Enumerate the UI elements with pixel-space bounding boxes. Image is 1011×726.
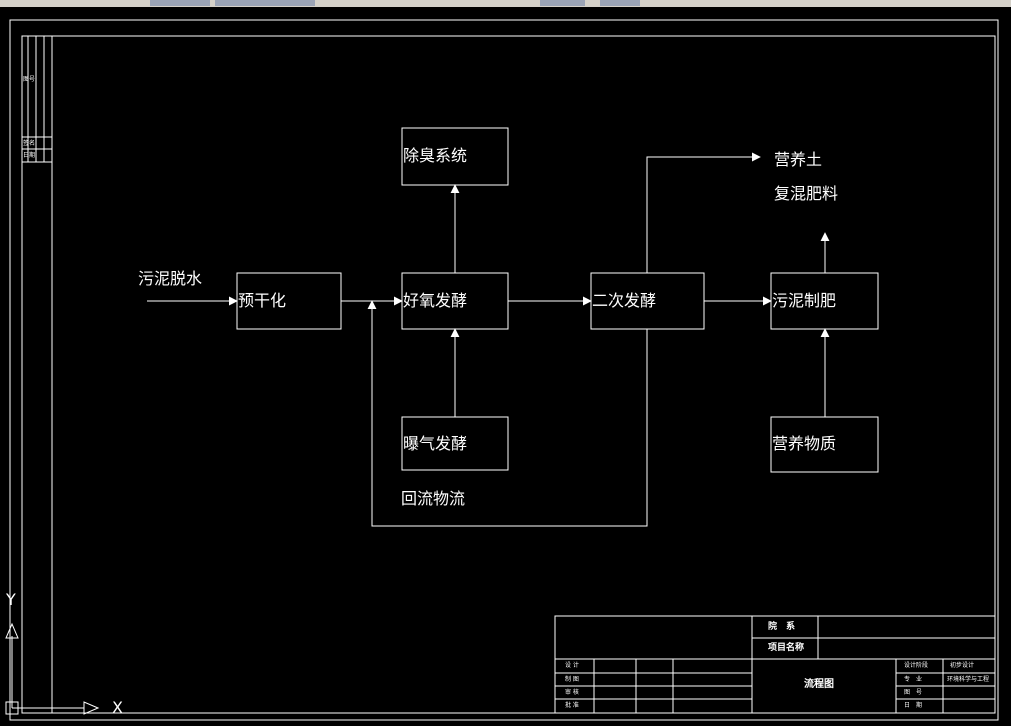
ucs-x-label: X — [112, 698, 123, 717]
toolbar-buttons-group-2[interactable] — [215, 0, 315, 6]
label-sludge-fertilizer: 污泥制肥 — [772, 291, 837, 310]
toolbar-buttons-group-1[interactable] — [150, 0, 210, 6]
side-strip-text-3: 日期 — [23, 152, 36, 159]
title-right-label-1: 设计阶段 — [904, 662, 929, 669]
title-project-label: 项目名称 — [768, 643, 805, 653]
title-right-label-4: 日 期 — [904, 702, 923, 709]
toolbar-buttons-group-4[interactable] — [600, 0, 640, 6]
label-sludge-dewatering: 污泥脱水 — [138, 269, 203, 288]
outer-border — [9, 19, 999, 721]
label-aerobic-fermentation: 好氧发酵 — [403, 291, 468, 310]
toolbar-buttons-group-3[interactable] — [540, 0, 585, 6]
title-right-value-2: 环境科学与工程 — [947, 676, 990, 683]
side-strip-text-1: 图号 — [23, 76, 36, 83]
title-right-label-2: 专 业 — [904, 676, 923, 683]
title-row-2: 制 图 — [565, 676, 579, 683]
label-secondary-fermentation: 二次发酵 — [592, 291, 657, 310]
cad-toolbar — [0, 0, 1011, 7]
title-right-label-3: 图 号 — [904, 689, 923, 696]
title-right-value-1: 初步设计 — [950, 662, 975, 669]
cad-drawing-canvas[interactable] — [0, 7, 1011, 726]
label-aeration-fermentation: 曝气发酵 — [403, 434, 468, 453]
ucs-axis-icon — [5, 622, 100, 715]
side-strip-table — [22, 36, 53, 713]
label-return-flow: 回流物流 — [401, 489, 466, 508]
label-nutrients: 营养物质 — [772, 434, 837, 453]
label-pre-drying: 预干化 — [238, 291, 287, 310]
label-nutrient-soil: 营养土 — [774, 150, 823, 169]
arrow-return-flow — [367, 300, 648, 527]
title-row-1: 设 计 — [565, 662, 579, 669]
arrow-secondary-to-nutrient-soil — [646, 152, 761, 273]
title-block — [554, 615, 996, 714]
side-strip-text-2: 签名 — [23, 140, 36, 147]
label-compound-fertilizer: 复混肥料 — [774, 184, 839, 203]
title-row-3: 审 核 — [565, 689, 579, 696]
ucs-y-label: Y — [6, 590, 16, 609]
title-row-4: 批 准 — [565, 702, 579, 709]
inner-border — [21, 35, 996, 714]
title-dept-label: 院 系 — [768, 622, 796, 632]
title-drawing-name: 流程图 — [804, 679, 834, 690]
label-deodor-system: 除臭系统 — [403, 146, 468, 165]
